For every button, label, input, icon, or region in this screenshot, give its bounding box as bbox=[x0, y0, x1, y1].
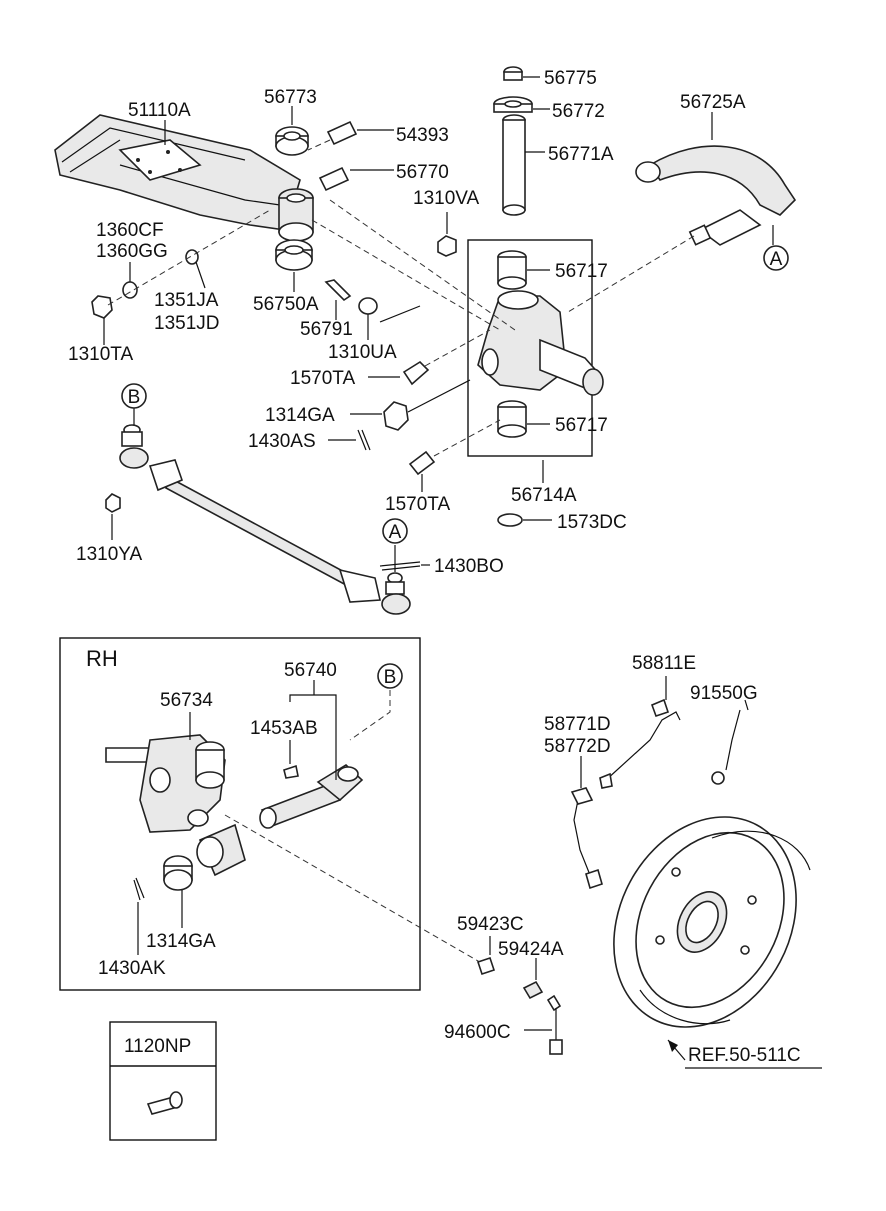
svg-text:A: A bbox=[770, 249, 783, 270]
grease-nipple-1570ta-upper bbox=[368, 329, 491, 386]
callout-b-rh: B bbox=[377, 663, 403, 689]
label-94600c: 94600C bbox=[444, 1022, 511, 1043]
label-59424a: 59424A bbox=[498, 939, 564, 960]
label-56734: 56734 bbox=[160, 690, 213, 711]
label-51110a: 51110A bbox=[128, 100, 191, 121]
label-1360gg: 1360GG bbox=[96, 241, 168, 262]
rh-section-box bbox=[59, 637, 421, 991]
cotter-pin-1430ak bbox=[133, 877, 145, 955]
knuckle-assembly-box bbox=[467, 239, 593, 457]
label-56717-upper: 56717 bbox=[555, 261, 608, 282]
callout-a-mid: A bbox=[382, 518, 408, 544]
nut-1314ga bbox=[350, 379, 471, 431]
label-56717-lower: 56717 bbox=[555, 415, 608, 436]
label-56714a: 56714A bbox=[511, 485, 577, 506]
label-56770: 56770 bbox=[396, 162, 449, 183]
cotter-pin-1430bo bbox=[379, 561, 430, 571]
label-1314ga: 1314GA bbox=[265, 405, 335, 426]
label-58771d: 58771D bbox=[544, 714, 611, 735]
label-91550g: 91550G bbox=[690, 683, 758, 704]
label-56740: 56740 bbox=[284, 660, 337, 681]
label-1570ta-upper: 1570TA bbox=[290, 368, 355, 389]
label-56791: 56791 bbox=[300, 319, 353, 340]
drag-link bbox=[105, 408, 430, 615]
label-reference: REF.50-511C bbox=[688, 1045, 801, 1066]
label-1570ta-lower: 1570TA bbox=[385, 494, 450, 515]
svg-text:B: B bbox=[128, 387, 141, 408]
bolt-1120np-table bbox=[109, 1021, 217, 1141]
brake-backing-plate bbox=[613, 816, 822, 1069]
ball-joint-a bbox=[381, 545, 411, 615]
label-56725a: 56725A bbox=[680, 92, 746, 113]
label-1573dc: 1573DC bbox=[557, 512, 627, 533]
steering-knuckle-56714a bbox=[477, 290, 604, 483]
label-58811e: 58811E bbox=[632, 653, 696, 674]
label-1310ya: 1310YA bbox=[76, 544, 143, 565]
label-1310ua: 1310UA bbox=[328, 342, 397, 363]
label-1430ak: 1430AK bbox=[98, 958, 166, 979]
bushing-56717-lower bbox=[497, 400, 550, 438]
nut-1310va bbox=[437, 212, 457, 257]
dashed-guide-b bbox=[349, 690, 391, 741]
sensor-cable-91550g bbox=[711, 699, 749, 785]
cap-59423c bbox=[476, 936, 496, 976]
sensor-94600c bbox=[524, 994, 563, 1055]
callout-b-left: B bbox=[121, 383, 147, 409]
bolt-56791 bbox=[324, 279, 352, 320]
label-1351jd: 1351JD bbox=[154, 313, 220, 334]
knuckle-rh-56734 bbox=[105, 712, 246, 877]
label-58772d: 58772D bbox=[544, 736, 611, 757]
bolt-56770 bbox=[318, 166, 394, 192]
dashed-guide-rh bbox=[224, 814, 486, 966]
spring-eye-housing bbox=[278, 188, 314, 242]
label-1453ab: 1453AB bbox=[250, 718, 318, 739]
ball-joint-b bbox=[119, 408, 149, 469]
nut-1314ga-rh bbox=[163, 855, 193, 928]
bushing-56750a bbox=[275, 239, 313, 292]
label-56750a: 56750A bbox=[253, 294, 319, 315]
label-1430as: 1430AS bbox=[248, 431, 316, 452]
cap-56775 bbox=[503, 66, 540, 81]
label-56772: 56772 bbox=[552, 101, 605, 122]
label-1351ja: 1351JA bbox=[154, 290, 219, 311]
label-1120np: 1120NP bbox=[124, 1036, 191, 1057]
label-1310ta: 1310TA bbox=[68, 344, 133, 365]
label-56775: 56775 bbox=[544, 68, 597, 89]
brake-hose-58811e bbox=[599, 676, 681, 789]
bushing-56717-upper bbox=[497, 250, 550, 290]
key-1453ab bbox=[283, 740, 299, 779]
label-1310va: 1310VA bbox=[413, 188, 480, 209]
section-label-rh: RH bbox=[86, 646, 118, 671]
nut-1310ya bbox=[105, 493, 121, 540]
brake-hose-58771d bbox=[570, 756, 603, 890]
axle-beam-51110a bbox=[54, 114, 301, 231]
pin-54393 bbox=[307, 120, 394, 151]
bushing-56773 bbox=[275, 106, 309, 156]
svg-text:A: A bbox=[389, 522, 402, 543]
label-56771a: 56771A bbox=[548, 144, 614, 165]
arm-56740 bbox=[259, 680, 364, 829]
label-1430bo: 1430BO bbox=[434, 556, 504, 577]
o-ring-1573dc bbox=[497, 513, 552, 527]
cotter-pin-1430as bbox=[328, 429, 371, 451]
label-59423c: 59423C bbox=[457, 914, 524, 935]
king-pin-56771a bbox=[502, 114, 545, 216]
cap-56772 bbox=[493, 96, 550, 113]
bushing-59424a bbox=[522, 958, 544, 1000]
nut-1310ta bbox=[91, 295, 113, 345]
callout-a-top: A bbox=[763, 245, 789, 271]
nut-1310ua bbox=[358, 297, 421, 340]
tie-rod-56725a bbox=[567, 112, 797, 313]
label-56773: 56773 bbox=[264, 87, 317, 108]
grease-nipple-1570ta-lower bbox=[408, 419, 501, 492]
label-1314ga-rh: 1314GA bbox=[146, 931, 216, 952]
label-1360cf: 1360CF bbox=[96, 220, 164, 241]
svg-text:B: B bbox=[384, 667, 397, 688]
label-54393: 54393 bbox=[396, 125, 449, 146]
washer-1351ja bbox=[185, 249, 206, 289]
